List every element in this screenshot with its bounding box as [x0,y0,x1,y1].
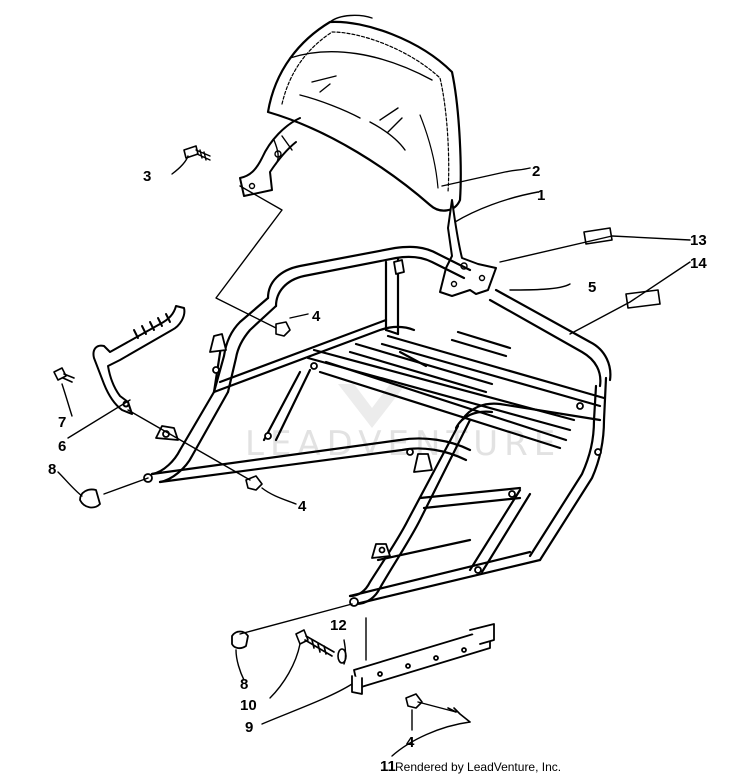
cap-8-upper [79,488,101,509]
callout-2: 2 [532,163,540,180]
rack-frame [150,245,612,606]
screw-7 [53,367,75,383]
callout-labels: 1 2 3 4 4 4 5 6 7 8 8 9 10 11 12 13 14 [48,163,707,775]
callout-3: 3 [143,168,151,185]
callout-7: 7 [58,414,66,431]
callout-12: 12 [330,617,347,634]
nut-4-upper [275,321,291,337]
grab-handle [92,305,186,415]
callout-10: 10 [240,697,257,714]
callout-13: 13 [690,232,707,249]
callout-4-upper: 4 [312,308,321,325]
callout-6: 6 [58,438,66,455]
callout-8-upper: 8 [48,461,56,478]
callout-14: 14 [690,255,707,272]
bolt-3 [183,145,211,161]
cap-8-lower [231,630,249,650]
callout-11: 11 [380,758,396,775]
callout-5: 5 [588,279,596,296]
bolt-10 [295,629,335,657]
callout-4-lower: 4 [406,734,415,751]
reflector-13 [583,227,613,245]
watermark-logo [338,384,406,428]
render-credit: Rendered by LeadVenture, Inc. [395,760,562,774]
leader-lines [57,155,691,757]
callout-4-middle: 4 [298,498,307,515]
callout-9: 9 [245,719,253,736]
mount-plate-9 [351,623,495,695]
nut-4-lower [405,693,423,709]
watermark: LEADVENTURE [245,424,561,464]
callout-8-lower: 8 [240,676,248,693]
callout-1: 1 [537,187,545,204]
backrest-pad [266,14,462,212]
nut-4-middle [245,475,263,491]
